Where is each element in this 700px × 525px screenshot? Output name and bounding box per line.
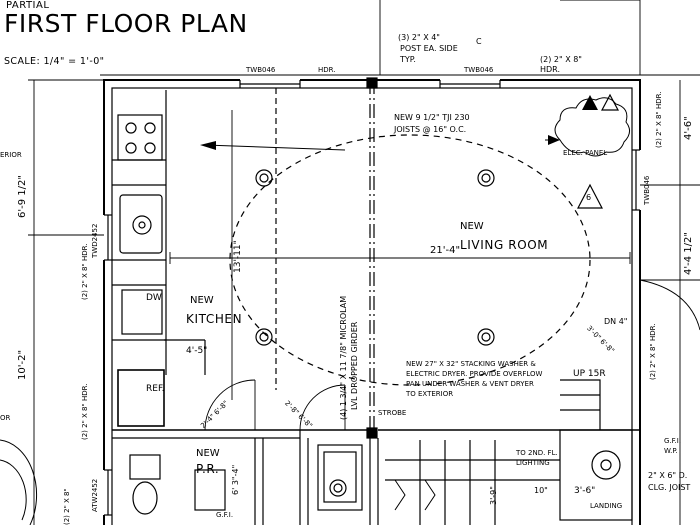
pr-gfi-label: G.F.I. xyxy=(216,511,234,519)
dim-6-3-4: 6' 3"-4" xyxy=(231,464,240,495)
cl-mark: C xyxy=(476,37,482,46)
girder-note-1: (4) 1 3/4" X 11 7/8" MICROLAM xyxy=(339,295,348,420)
elec-panel-label: ELEC. PANEL xyxy=(563,149,608,157)
plan-title: FIRST FLOOR PLAN xyxy=(4,9,248,38)
post-note-2: POST EA. SIDE xyxy=(400,44,458,53)
to-2nd-fl-label: TO 2ND. FL. xyxy=(516,449,558,457)
partial-label: PARTIAL xyxy=(6,0,50,11)
gfi-label-1: G.F.I. xyxy=(664,437,682,445)
scale-label: SCALE: 1/4" = 1'-0" xyxy=(4,56,105,67)
stair-up-label: UP 15R xyxy=(573,369,606,379)
window-hdr-top: HDR. xyxy=(318,66,336,74)
dim-3-9: 3'-9" xyxy=(489,486,498,505)
tag-6: 6 xyxy=(586,193,592,202)
dim-10-2: 10'-2" xyxy=(17,349,28,380)
clg-joist-1: 2" X 6" D. xyxy=(648,471,688,480)
window-tag-top-right: TWB046 xyxy=(464,66,494,74)
girder-note-2: LVL DROPPED GIRDER xyxy=(350,321,359,410)
dw-label: DW xyxy=(146,293,162,303)
pr-new: NEW xyxy=(196,448,220,459)
pr-label: P.R. xyxy=(196,462,220,476)
gfi-label-2: W.P. xyxy=(664,447,678,455)
dim-4-6: 4'-6" xyxy=(683,116,694,140)
dim-4-4-5: 4'-4 1/2" xyxy=(683,232,694,275)
hdr-top-1: (2) 2" X 8" xyxy=(540,55,582,64)
or-cut-label: OR xyxy=(0,414,11,422)
landing-label: LANDING xyxy=(590,502,623,510)
dim-4-5: 4'-5" xyxy=(186,346,208,356)
dryer-note-4: TO EXTERIOR xyxy=(406,390,454,398)
window-tag-left-bottom: ATW2452 xyxy=(91,478,99,512)
dryer-note-2: ELECTRIC DRYER. PROVIDE OVERFLOW xyxy=(406,370,543,378)
hdr-right-b: (2) 2" X 8" HDR. xyxy=(649,323,657,380)
kitchen-label: KITCHEN xyxy=(186,312,243,326)
living-room-new: NEW xyxy=(460,221,484,232)
window-tag-right: TWB046 xyxy=(643,175,651,205)
strobe-label: STROBE xyxy=(378,409,407,417)
window-tag-left-kitchen: TWD2452 xyxy=(91,223,99,258)
hdr-right-a: (2) 2" X 8" HDR. xyxy=(655,91,663,148)
joists-note-1: NEW 9 1/2" TJI 230 xyxy=(394,113,470,122)
exterior-cut-label: ERIOR xyxy=(0,151,22,159)
hdr-left-b: (2) 2" X 8" HDR. xyxy=(81,383,89,440)
living-room-label: LIVING ROOM xyxy=(460,238,549,252)
window-tag-top-left: TWB046 xyxy=(246,66,276,74)
hdr-top-2: HDR. xyxy=(540,65,560,74)
living-room-outline xyxy=(229,134,591,386)
lighting-label: LIGHTING xyxy=(516,459,550,467)
clg-joist-2: CLG. JOIST xyxy=(648,483,691,492)
dryer-note-3: PAN UNDER WASHER & VENT DRYER xyxy=(406,380,534,388)
kitchen-new: NEW xyxy=(190,295,214,306)
dim-21-4: 21'-4" xyxy=(430,245,461,256)
dim-13-11: 13'-11" xyxy=(233,240,243,273)
dryer-note-1: NEW 27" X 32" STACKING WASHER & xyxy=(406,360,536,368)
hdr-left-c: (2) 2" X 8" xyxy=(63,488,71,525)
dim-10in: 10" xyxy=(534,486,548,495)
dim-6-9-5: 6'-9 1/2" xyxy=(17,175,28,218)
post-note-1: (3) 2" X 4" xyxy=(398,33,440,42)
ref-label: REF. xyxy=(146,384,165,394)
joists-note-2: JOISTS @ 16" O.C. xyxy=(394,125,467,134)
post-note-3: TYP. xyxy=(400,55,416,64)
hdr-left-a: (2) 2" X 8" HDR. xyxy=(81,243,89,300)
dn-label: DN 4" xyxy=(604,317,628,326)
drawing-header: PARTIAL FIRST FLOOR PLAN SCALE: 1/4" = 1… xyxy=(0,0,700,80)
dim-3-6: 3'-6" xyxy=(574,486,596,496)
